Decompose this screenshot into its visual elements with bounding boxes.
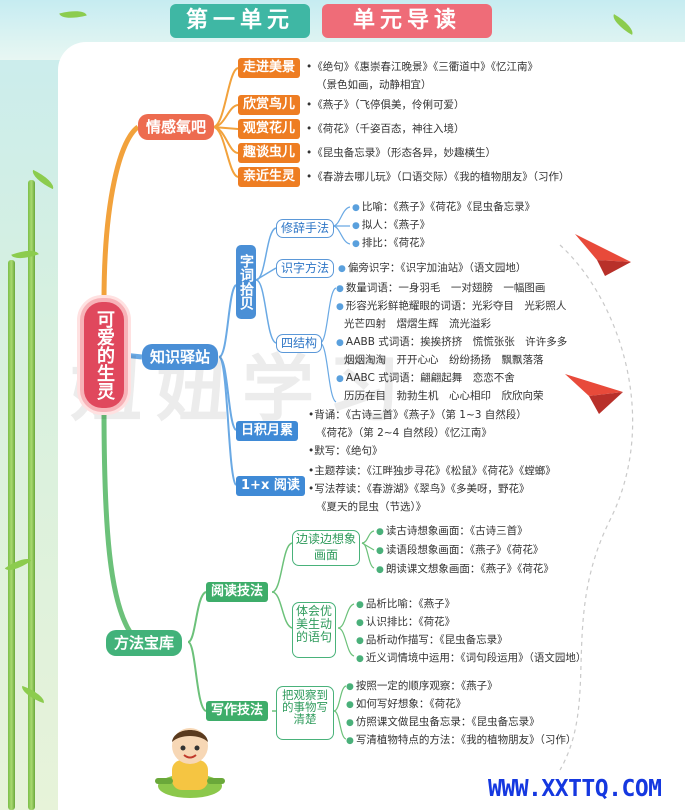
tag-birds: 欣赏鸟儿 [238, 95, 301, 115]
rhetoric-item: ●比喻：《燕子》《荷花》《昆虫备忘录》 [352, 201, 536, 213]
scenery-text: •《绝句》《惠崇春江晚景》《三衢道中》《忆江南》 [306, 61, 538, 73]
cartoon-boy-icon [155, 728, 225, 798]
writing-item: ●如何写好想象：《荷花》 [346, 698, 467, 710]
appreciate-item: ●认识排比：《荷花》 [356, 616, 456, 628]
literacy-item: ●偏旁识字：《识字加油站》（语文园地） [338, 262, 527, 274]
unit-guide-title: 单元导读 [322, 4, 492, 38]
branch-emotion: 情感氧吧 [138, 114, 215, 140]
watermark-text: 妞妞学习 [70, 347, 415, 431]
extended-reading-line: 《夏天的昆虫（节选）》 [316, 501, 427, 513]
root-node: 可爱的生灵 [84, 302, 124, 408]
structure-line: ●AABC 式词语：翩翩起舞 恋恋不舍 [336, 372, 515, 384]
paper-plane-icon [575, 234, 631, 276]
accumulation-line: 《荷花》（第 2~4 自然段）《忆江南》 [316, 427, 492, 439]
root-label: 可爱的生灵 [94, 310, 115, 400]
structure-line: 烟烟淘淘 开开心心 纷纷扬扬 飘飘落落 [344, 354, 544, 366]
birds-text: •《燕子》（飞停俱美，伶俐可爱） [306, 99, 465, 111]
tag-flowers: 观赏花儿 [238, 119, 301, 139]
tag-nature: 亲近生灵 [238, 167, 301, 187]
bamboo-icon [28, 180, 35, 810]
imagine-pill: 边读边想象画面 [292, 530, 360, 566]
appreciate-item: ●品析动作描写：《昆虫备忘录》 [356, 634, 508, 646]
branch-methods: 方法宝库 [106, 630, 183, 656]
extended-reading-line: •主题荐读：《江畔独步寻花》《松鼠》《荷花》《螳螂》 [308, 465, 556, 477]
structure-line: 光芒四射 熠熠生辉 流光溢彩 [344, 318, 491, 330]
literacy-method-pill: 识字方法 [276, 259, 334, 278]
imagine-item: ●朗读课文想象画面：《燕子》《荷花》 [376, 563, 554, 575]
paper-plane-icon [565, 374, 623, 414]
extended-reading-line: •写法荐读：《春游湖》《翠鸟》《多美呀，野花》 [308, 483, 530, 495]
imagine-item: ●读古诗想象画面：《古诗三首》 [376, 525, 528, 537]
footer-url[interactable]: WWW.XXTTQ.COM [488, 776, 662, 802]
insects-text: •《昆虫备忘录》（形态各异，妙趣横生） [306, 147, 496, 159]
bamboo-icon [8, 260, 15, 810]
writing-item: ●按照一定的顺序观察：《燕子》 [346, 680, 498, 692]
tag-insects: 趣谈虫儿 [238, 143, 301, 163]
unit-title: 第一单元 [170, 4, 310, 38]
appreciate-item: ●近义词情境中运用：《词句段运用》（语文园地） [356, 652, 587, 664]
structure-line: 历历在目 勃勃生机 心心相印 欣欣向荣 [344, 390, 544, 402]
rhetoric-pill: 修辞手法 [276, 219, 334, 238]
structure-line: ●形容光彩鲜艳耀眼的词语：光彩夺目 光彩照人 [336, 300, 567, 312]
observe-write-pill: 把观察到的事物写清楚 [276, 686, 334, 740]
writing-item: ●仿照课文做昆虫备忘录：《昆虫备忘录》 [346, 716, 540, 728]
structure-line: ●AABB 式词语：挨挨挤挤 慌慌张张 许许多多 [336, 336, 568, 348]
accumulation-tag: 日积月累 [236, 421, 299, 441]
rhetoric-item: ●排比：《荷花》 [352, 237, 431, 249]
flowers-text: •《荷花》（千姿百态，神往入境） [306, 123, 465, 135]
four-structures-pill: 四结构 [276, 334, 322, 353]
structure-line: ●数量词语：一身羽毛 一对翅膀 一幅图画 [336, 282, 546, 294]
appreciate-item: ●品析比喻：《燕子》 [356, 598, 456, 610]
writing-skills-tag: 写作技法 [206, 701, 269, 721]
word-collection-label: 字词拾贝 [236, 245, 256, 319]
scenery-text-2: （景色如画，动静相宜） [316, 79, 432, 91]
rhetoric-item: ●拟人：《燕子》 [352, 219, 431, 231]
appreciate-pill: 体会优美生动的语句 [292, 602, 336, 658]
writing-item: ●写清植物特点的方法：《我的植物朋友》（习作） [346, 734, 577, 746]
accumulation-line: •默写：《绝句》 [308, 445, 383, 457]
imagine-item: ●读语段想象画面：《燕子》《荷花》 [376, 544, 544, 556]
tag-scenery: 走进美景 [238, 58, 301, 78]
branch-knowledge: 知识驿站 [142, 344, 219, 370]
reading-skills-tag: 阅读技法 [206, 582, 269, 602]
accumulation-line: •背诵：《古诗三首》《燕子》（第 1~3 自然段） [308, 409, 527, 421]
nature-text: •《春游去哪儿玩》（口语交际）《我的植物朋友》（习作） [306, 171, 570, 183]
extended-reading-tag: 1+x 阅读 [236, 476, 305, 496]
